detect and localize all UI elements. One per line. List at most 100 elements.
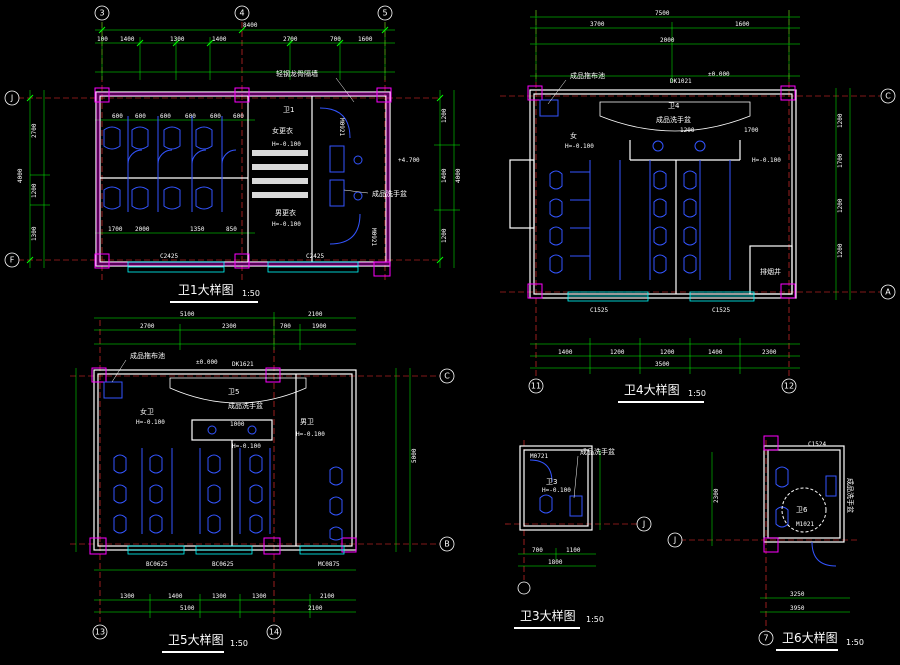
w5-axis-c: C (444, 372, 450, 381)
w1-axis-lines (18, 22, 440, 280)
w6-dim-left: 2300 (713, 488, 720, 503)
w3-room-label: 卫3 (546, 478, 557, 486)
w4-note-sink: 成品洗手盆 (656, 115, 691, 124)
w4-walls (509, 89, 797, 299)
w5-windows (127, 545, 345, 555)
w4-dim-bottom-0: 1400 (558, 349, 573, 356)
w1-dim-right-1: 1400 (441, 168, 448, 183)
w6-dimension-lines (711, 452, 850, 613)
w5-dim-top-3: 1900 (312, 323, 327, 330)
w3-axis-j: J (642, 520, 645, 529)
w4-dim-right-1: 1700 (837, 153, 844, 168)
w1-dim-top-1: 1400 (120, 36, 135, 43)
w1-dim-left-0: 2700 (31, 123, 38, 138)
w5-dim-bottom-0: 1300 (120, 593, 135, 600)
w4-dim-right-0: 1200 (837, 113, 844, 128)
w4-dim-total-top: 7500 (655, 10, 670, 17)
plan-w1-toilet-1: 3 4 5 J F (4, 5, 462, 303)
w1-axis-5: 5 (382, 9, 387, 18)
plan-w4-toilet-4: 11 12 C A 7500 3700 1600 2000 1400 1200 (500, 10, 896, 403)
w5-level-a: H=-0.100 (136, 419, 165, 426)
w4-note-mop: 成品拖布池 (570, 71, 605, 80)
w1-note-sink: 成品洗手盆 (372, 189, 407, 198)
w6-dim-bottom-0: 3250 (790, 591, 805, 598)
w6-note: 成品洗手盆 (846, 478, 855, 513)
w1-axis-3: 3 (99, 9, 104, 18)
w6-scale: 1:50 (846, 638, 864, 647)
w4-axis-bubbles (528, 88, 896, 394)
w5-scale: 1:50 (230, 639, 248, 648)
w1-leader-sink (343, 189, 369, 194)
w1-corridor-bars (252, 150, 308, 198)
w1-axis-j: J (10, 94, 13, 103)
w1-dim-right-0: 1200 (441, 108, 448, 123)
w1-dim-top-5: 700 (330, 36, 341, 43)
w4-axis-12: 12 (784, 382, 794, 391)
w4-dimension-lines (530, 10, 851, 374)
w1-female-label: 女更衣 (272, 126, 293, 135)
w1-door-a: M0921 (338, 118, 345, 136)
w5-axis-b: B (444, 540, 450, 549)
w5-leader-mop (111, 359, 127, 383)
w1-dim-top-3: 1400 (212, 36, 227, 43)
w4-dim-bottom-4: 2300 (762, 349, 777, 356)
w4-note-shaft: 排烟井 (760, 267, 781, 276)
w4-window-a: C1525 (590, 307, 608, 314)
w3-title: 卫3大样图 (520, 608, 576, 623)
w3-dim-bottom-1: 1100 (566, 547, 581, 554)
w1-dim-bottom-0: 2000 (135, 226, 150, 233)
w3-axis-lines (505, 440, 640, 580)
w4-title: 卫4大样图 (624, 382, 680, 397)
w1-door-b: M0921 (370, 228, 377, 246)
w4-level-right: ±0.000 (708, 71, 730, 78)
w5-columns (89, 367, 357, 555)
w5-dim-bottom-2: 1300 (212, 593, 227, 600)
w4-windows (567, 291, 755, 302)
w1-level-right: +4.700 (398, 157, 420, 164)
w5-walls (93, 369, 357, 551)
w6-title: 卫6大样图 (782, 630, 838, 645)
w4-dim-sink: 1200 (680, 127, 695, 134)
w1-dim-left-2: 1300 (31, 226, 38, 241)
w1-dim-right-2: 1200 (441, 228, 448, 243)
w4-sink-counter (599, 101, 751, 132)
w6-axis-bubble-v (758, 630, 774, 646)
w5-axis-14: 14 (269, 628, 279, 637)
w4-dim-mid: 2000 (660, 37, 675, 44)
w1-columns (94, 87, 392, 277)
w3-scale: 1:50 (586, 615, 604, 624)
w6-door: M1021 (796, 521, 814, 528)
w4-dim-right-3: 1200 (837, 243, 844, 258)
w5-window-c: MC0875 (318, 561, 340, 568)
w1-axis-f: F (10, 256, 15, 265)
w1-windows (127, 261, 359, 273)
w3-note-sink: 成品洗手盆 (580, 447, 615, 456)
w1-title: 卫1大样图 (178, 282, 234, 297)
w6-axis-bubble-h (667, 532, 683, 548)
w5-level-c: H=-0.100 (296, 431, 325, 438)
w1-axis-bubbles (4, 5, 393, 268)
w4-room-label: 卫4 (668, 102, 680, 110)
w4-dim-total-bottom: 3500 (655, 361, 670, 368)
w3-dimension-lines (518, 450, 601, 567)
w1-dim-left-1: 1200 (31, 183, 38, 198)
w4-dim-sink-2: 1700 (744, 127, 759, 134)
w1-dim-total: 8400 (243, 22, 258, 29)
w4-axis-lines (500, 10, 880, 378)
w6-axis-lines (680, 440, 860, 630)
w5-dim-bottom-4: 2100 (320, 593, 335, 600)
w1-dim-bottom-1: 1350 (190, 226, 205, 233)
w4-dim-top-1: 1600 (735, 21, 750, 28)
w1-level-a: H=-0.100 (272, 141, 301, 148)
w4-fixtures (539, 99, 731, 280)
w1-wall-hatch (96, 92, 390, 266)
w1-dim-inner-2: 600 (160, 113, 171, 120)
w4-axis-a: A (885, 288, 891, 297)
w1-dim-inner-3: 600 (185, 113, 196, 120)
w1-dim-inner-0: 600 (112, 113, 123, 120)
w4-axis-c: C (885, 92, 891, 101)
w1-dim-top-4: 2700 (283, 36, 298, 43)
w3-level: H=-0.100 (542, 487, 571, 494)
w1-dim-left-total: 4000 (17, 168, 24, 183)
w4-level-b: H=-0.100 (752, 157, 781, 164)
